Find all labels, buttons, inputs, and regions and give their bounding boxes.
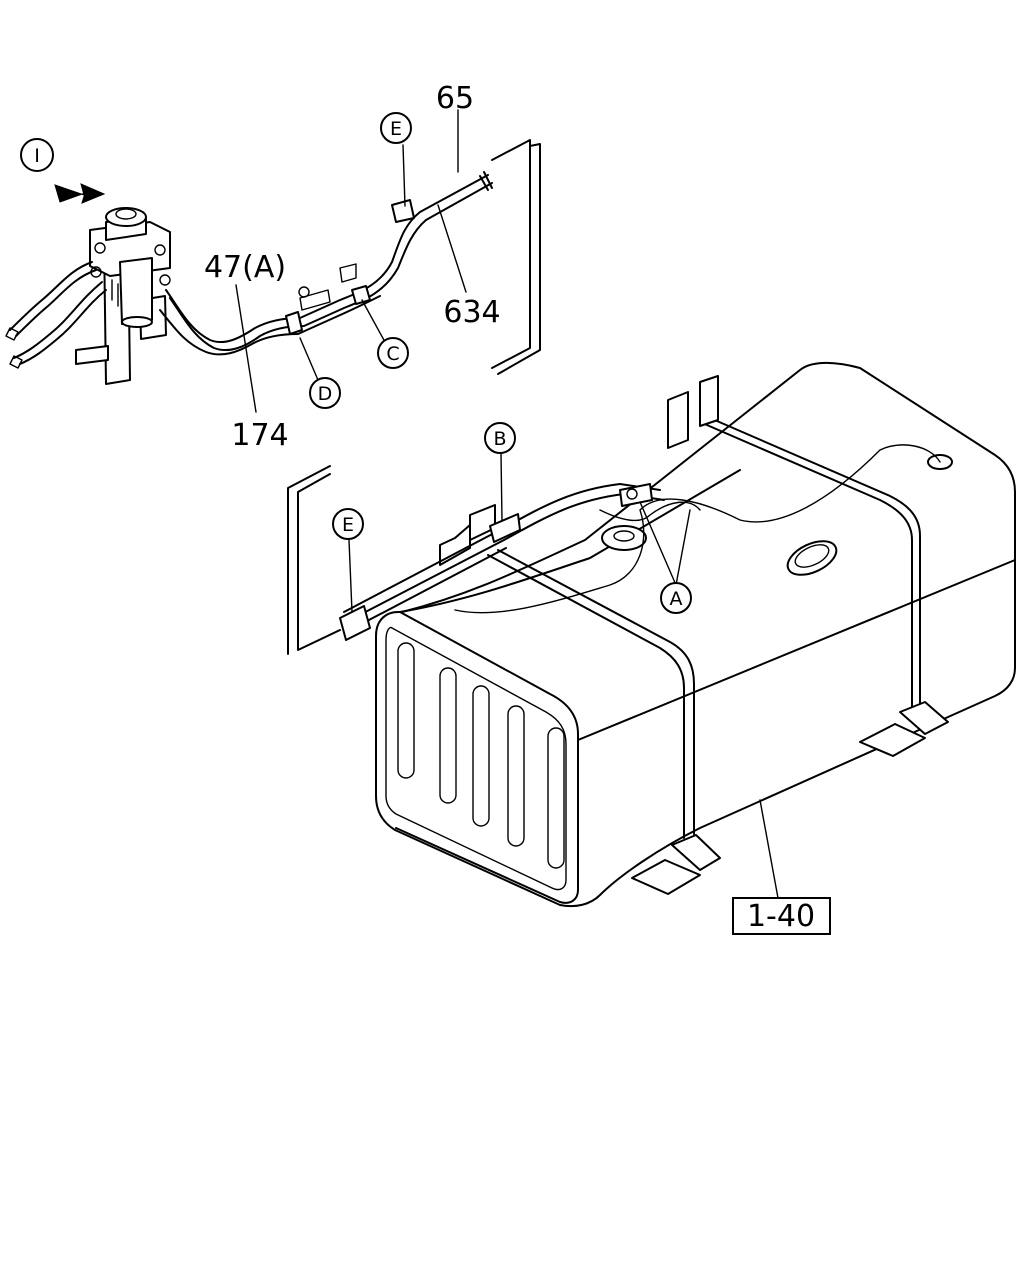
upper-fuel-pipes (159, 171, 493, 356)
lower-fuel-pipes (339, 483, 665, 641)
lower-leader-lines (348, 453, 779, 899)
callout-d: D (309, 377, 341, 409)
view-marker-label: I (34, 145, 40, 167)
svg-text:E: E (342, 514, 354, 536)
svg-text:C: C (386, 343, 399, 365)
reference-box-1-40: 1-40 (732, 897, 831, 935)
svg-text:D: D (318, 383, 333, 405)
fuel-filter-assembly (5, 207, 171, 385)
svg-text:A: A (670, 588, 683, 610)
callout-e-top: E (380, 112, 412, 144)
view-direction-arrow (54, 183, 106, 204)
callout-c: C (377, 337, 409, 369)
callout-a: A (660, 582, 692, 614)
svg-text:1-40: 1-40 (747, 899, 815, 934)
label-part-65: 65 (436, 81, 474, 116)
svg-text:E: E (390, 118, 402, 140)
upper-leader-lines (235, 109, 467, 413)
lower-frame-rail (287, 465, 341, 655)
upper-frame-rail (491, 139, 541, 375)
label-part-634: 634 (443, 295, 500, 330)
label-part-47a: 47(A) (204, 250, 286, 285)
callout-e-left: E (332, 508, 364, 540)
callout-b: B (484, 422, 516, 454)
fuel-tank (375, 362, 1016, 908)
view-marker-i: I (20, 138, 54, 172)
svg-text:B: B (493, 428, 506, 450)
label-part-174: 174 (231, 418, 288, 453)
